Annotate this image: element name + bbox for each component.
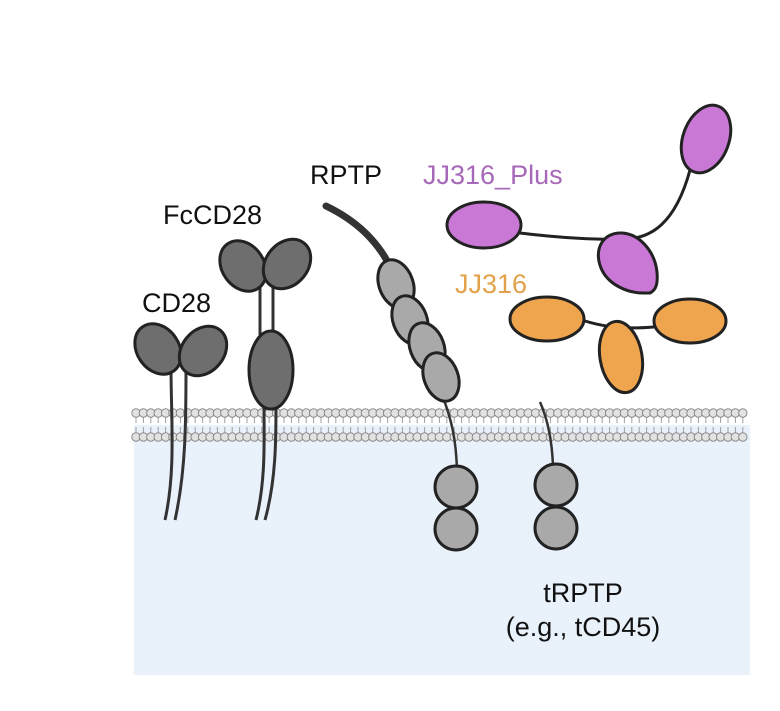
jj316-plus-domain-top — [679, 103, 733, 175]
label-fccd28: FcCD28 — [163, 200, 263, 230]
jj316-domain-right — [652, 297, 728, 345]
rptp-phosphatase-2 — [433, 506, 479, 552]
rptp-receptor — [322, 202, 479, 552]
trptp-receptor — [533, 401, 579, 551]
jj316-molecule — [508, 295, 728, 395]
cd28-domain-left — [133, 322, 183, 376]
jj316-plus-molecule — [445, 103, 733, 295]
rptp-domain-4 — [421, 351, 461, 403]
label-trptp-line2: (e.g., tCD45) — [505, 611, 661, 642]
trptp-phosphatase-1 — [533, 462, 579, 508]
jj316-plus-domain-bottom — [596, 231, 659, 295]
label-trptp-line1: tRPTP — [543, 578, 623, 608]
jj316-domain-left — [508, 295, 586, 343]
label-cd28: CD28 — [142, 288, 212, 318]
rptp-phosphatase-1 — [433, 464, 479, 510]
cd28-domain-right — [177, 324, 229, 378]
fccd28-receptor — [218, 237, 313, 521]
jj316-domain-bottom — [597, 319, 645, 395]
lipid-head — [738, 408, 748, 418]
cytoplasm-region — [134, 425, 750, 675]
label-rptp: RPTP — [310, 160, 383, 190]
label-jj316-plus: JJ316_Plus — [423, 160, 563, 190]
fccd28-fc-domain — [247, 329, 295, 411]
trptp-phosphatase-2 — [533, 505, 579, 551]
fccd28-domain-left — [218, 239, 268, 293]
lipid-head — [738, 432, 748, 442]
label-trptp: tRPTP (e.g., tCD45) — [488, 578, 678, 642]
lipid-bilayer — [131, 408, 748, 442]
label-jj316: JJ316 — [455, 269, 528, 299]
fccd28-domain-right — [261, 237, 313, 291]
jj316-plus-domain-left — [445, 200, 523, 250]
cd28-receptor — [133, 322, 229, 521]
